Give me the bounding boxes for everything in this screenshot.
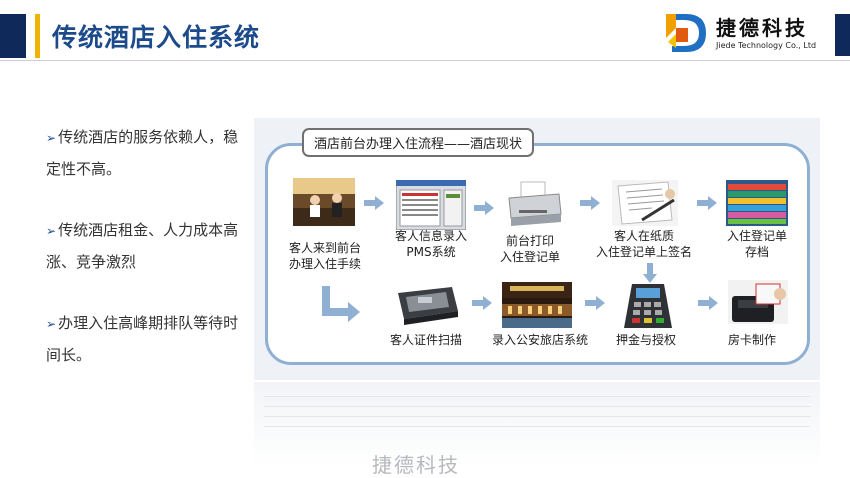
flow-arrow-down-right-icon	[322, 286, 360, 322]
bullet-list: ➢传统酒店的服务依赖人，稳定性不高。 ➢传统酒店租金、人力成本高涨、竞争激烈 ➢…	[46, 122, 246, 401]
front-desk-photo	[293, 178, 355, 226]
jiede-logo-icon	[666, 14, 706, 52]
step-caption: 房卡制作	[727, 333, 776, 347]
flow-panel	[265, 143, 810, 365]
step-caption: 客人在纸质入住登记单上签名	[595, 229, 692, 259]
id-scanner-image	[398, 287, 458, 325]
logo-name-en: Jiede Technology Co., Ltd	[716, 41, 817, 50]
flow-arrow-right-icon	[580, 196, 600, 210]
flow-arrow-down-icon	[643, 263, 657, 283]
step-caption: 前台打印入住登记单	[499, 234, 560, 264]
printer-image	[508, 181, 562, 226]
panel-reflection	[254, 382, 820, 478]
flow-arrow-right-icon	[472, 296, 492, 310]
header-accent-bar	[35, 14, 40, 58]
step-caption: 入住登记单存档	[726, 229, 787, 259]
step-caption: 客人来到前台办理入住手续	[288, 241, 361, 271]
step-caption: 押金与授权	[615, 333, 676, 347]
pos-terminal-image	[624, 284, 672, 328]
flow-arrow-right-icon	[474, 201, 494, 215]
pms-software-screenshot	[396, 180, 466, 230]
header-divider	[0, 60, 850, 61]
arrow-bullet-icon: ➢	[46, 317, 57, 331]
bullet-item: ➢传统酒店租金、人力成本高涨、竞争激烈	[46, 221, 239, 271]
police-hotel-system-screenshot	[502, 282, 572, 328]
step-caption: 录入公安旅店系统	[491, 333, 588, 347]
flow-title: 酒店前台办理入住流程——酒店现状	[302, 128, 535, 157]
watermark-text: 捷德科技	[372, 453, 460, 477]
arrow-bullet-icon: ➢	[46, 131, 57, 145]
flow-arrow-right-icon	[698, 296, 718, 310]
step-caption: 客人证件扫描	[389, 333, 462, 347]
signing-form-image	[612, 180, 678, 226]
flow-arrow-right-icon	[697, 196, 717, 210]
flow-arrow-right-icon	[364, 196, 384, 210]
card-maker-image	[728, 280, 788, 324]
arrow-bullet-icon: ➢	[46, 224, 57, 238]
bullet-item: ➢传统酒店的服务依赖人，稳定性不高。	[46, 128, 239, 178]
archive-files-image	[726, 180, 788, 226]
bullet-item: ➢办理入住高峰期排队等待时间长。	[46, 314, 239, 364]
page-title: 传统酒店入住系统	[52, 23, 261, 52]
header-right-bar	[835, 14, 850, 56]
header-left-bar	[0, 14, 26, 58]
logo-name-cn: 捷德科技	[716, 16, 808, 40]
flow-arrow-right-icon	[585, 296, 605, 310]
